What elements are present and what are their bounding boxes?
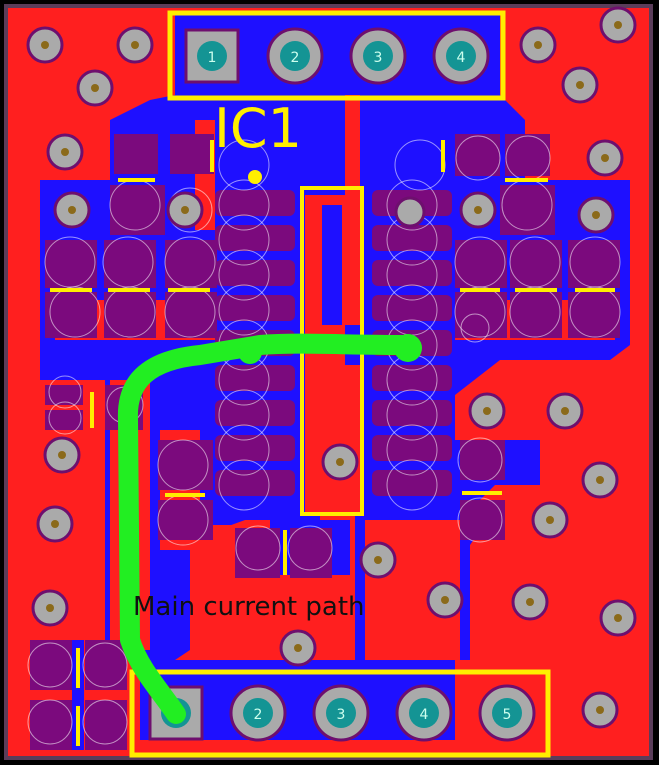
top-header-pin-2-label: 2	[291, 50, 300, 66]
top-header-silkscreen	[167, 10, 506, 101]
ic1-pin1-marker	[248, 170, 262, 184]
annotation-junction-dot	[238, 340, 262, 364]
bottom-header-pin-2-label: 2	[254, 707, 263, 723]
vias	[26, 6, 637, 729]
bottom-header-pad-4-drill	[409, 698, 439, 728]
silkscreen-marks	[50, 140, 615, 746]
bottom-header-silkscreen	[129, 669, 551, 758]
main-current-path-annotation	[117, 333, 418, 724]
top-header-pin-1-label: 1	[208, 50, 217, 66]
bottom-header-pin-3-label: 3	[337, 707, 346, 723]
bottom-header-pin-4-label: 4	[420, 707, 429, 723]
top-header-pad-1-drill	[197, 41, 227, 71]
top-header-pad-4-drill	[446, 41, 476, 71]
bottom-header-pad-3-drill	[326, 698, 356, 728]
bottom-header-pad-2-drill	[243, 698, 273, 728]
top-header-pin-4-label: 4	[457, 50, 466, 66]
ic1-silkscreen: IC1	[214, 97, 364, 516]
top-header-pad-3-drill	[363, 41, 393, 71]
bottom-header-pin-5-label: 5	[503, 707, 512, 723]
top-header-pad-2-drill	[280, 41, 310, 71]
annotation-end-dot	[394, 334, 422, 362]
top-header-pin-3-label: 3	[374, 50, 383, 66]
annotation-label: Main current path	[133, 592, 365, 622]
ic1-designator: IC1	[214, 97, 302, 160]
bottom-header-pad-5-drill	[492, 698, 522, 728]
top-header-connector: 1 2 3 4	[167, 10, 506, 101]
